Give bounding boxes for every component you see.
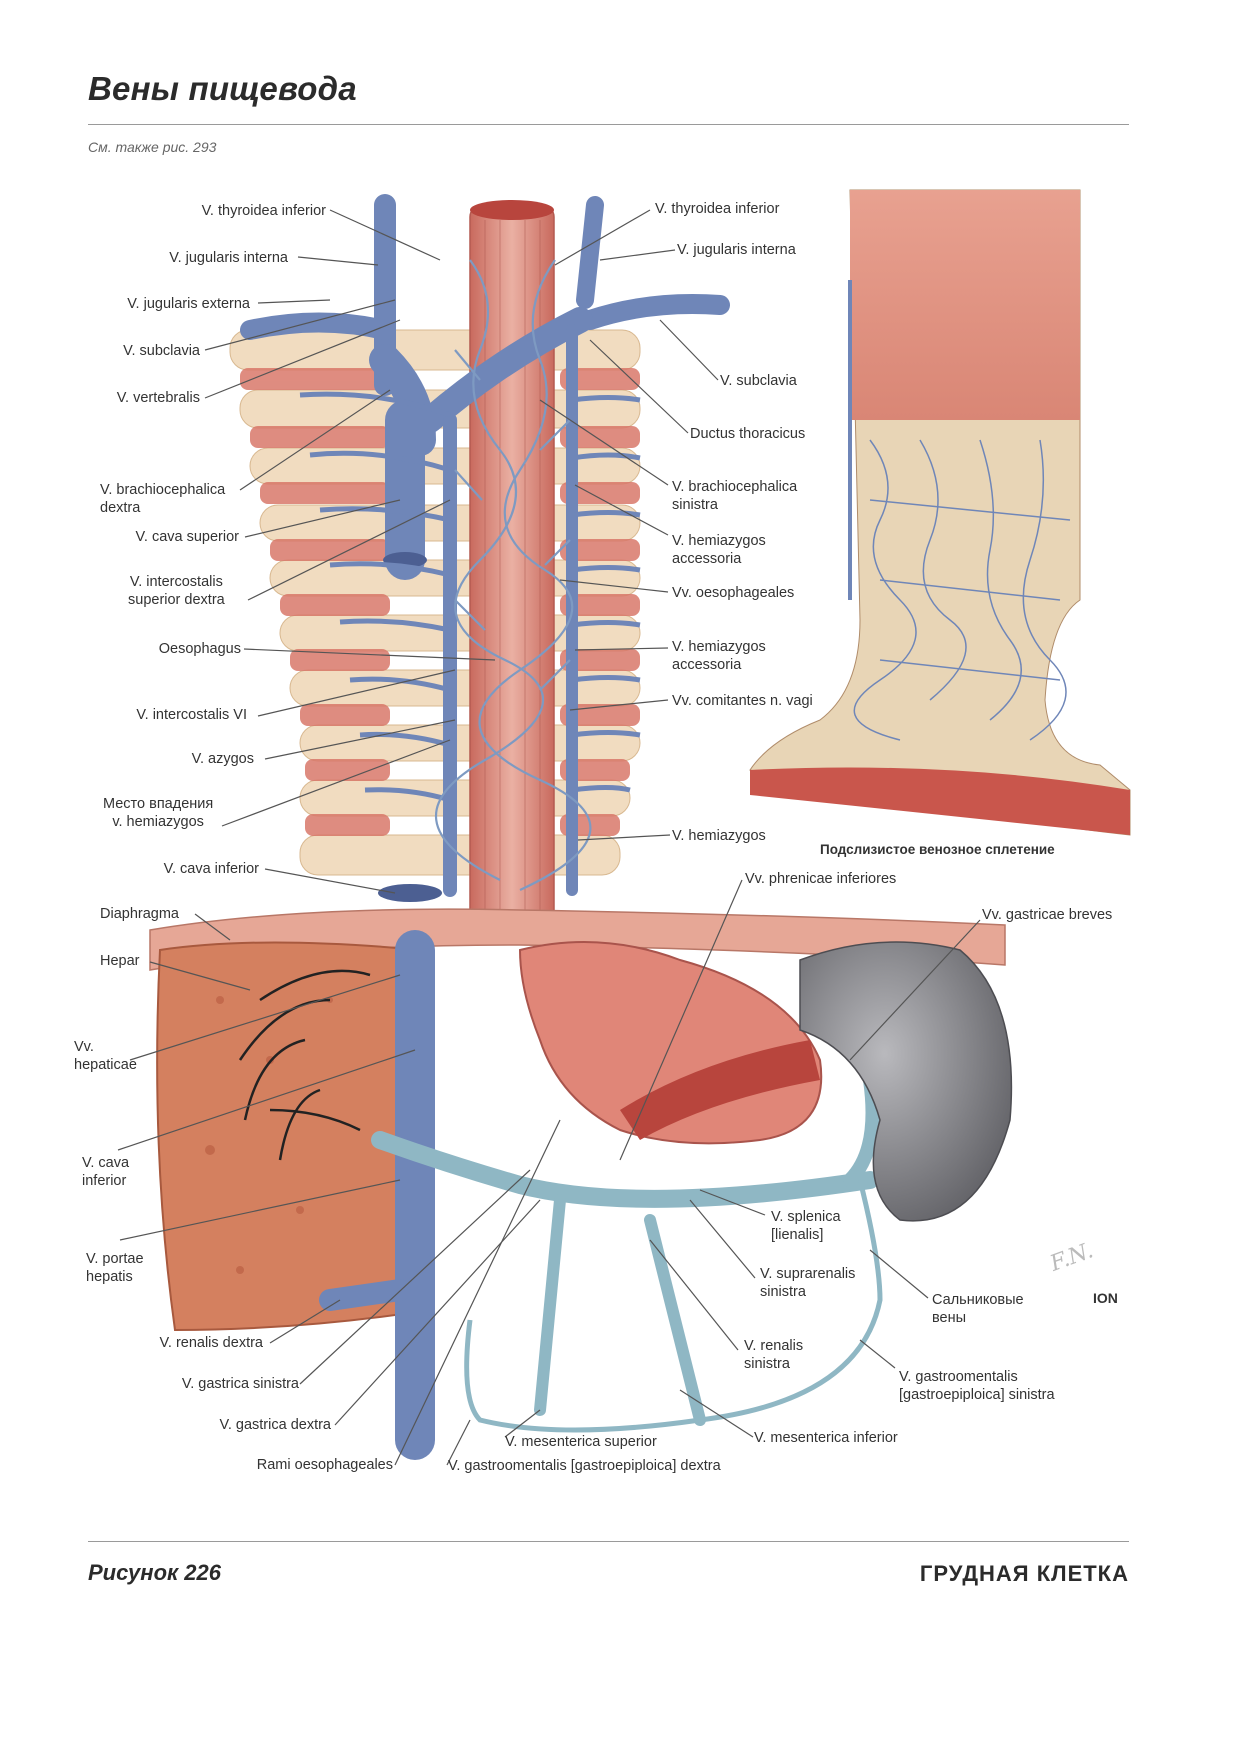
liver [156,941,432,1332]
oesophagus [469,204,555,926]
label-cava-inferior-lower: V. cava inferior [82,1155,130,1189]
label-hemiazygos-accessoria-upper: V. hemiazygos accessoria [672,533,766,567]
label-gastrica-dextra: V. gastrica dextra [219,1417,332,1433]
label-gastroomentalis-dextra: V. gastroomentalis [gastroepiploica] dex… [448,1458,721,1474]
label-mesenterica-superior: V. mesenterica superior [505,1434,657,1450]
label-splenica: V. splenica [lienalis] [771,1209,841,1243]
label-renalis-dextra: V. renalis dextra [159,1335,263,1351]
label-cava-superior: V. cava superior [135,529,239,545]
label-gastrica-sinistra: V. gastrica sinistra [181,1376,299,1392]
ivc-portal [319,930,880,1460]
label-rami-oesophageales: Rami oesophageales [256,1457,393,1473]
label-hemiazygos: V. hemiazygos [672,828,766,844]
label-subclavia-left: V. subclavia [123,343,200,359]
intercostal-veins [299,391,641,803]
label-hepar: Hepar [100,953,140,969]
omental-veins [464,1179,883,1433]
leader-lines [117,209,981,1466]
label-jugularis-externa-left: V. jugularis externa [127,296,250,312]
label-brachiocephalica-sinistra: V. brachiocephalica sinistra [672,479,798,513]
label-hepaticae: Vv. hepaticae [74,1039,137,1073]
intercostal-muscles [240,368,640,836]
top-rule [88,124,1129,125]
label-mesenterica-inferior: V. mesenterica inferior [754,1430,898,1446]
label-brachiocephalica-dextra: V. brachiocephalica dextra [100,482,226,516]
label-cava-inferior-upper: V. cava inferior [163,861,259,877]
label-hemiazygos-accessoria-lower: V. hemiazygos accessoria [672,639,766,673]
inset-caption: Подслизистое венозное сплетение [820,842,1055,857]
label-gastricae-breves: Vv. gastricae breves [982,907,1113,923]
publisher-logo: ION [1093,1290,1118,1306]
label-ductus-thoracicus: Ductus thoracicus [690,426,806,442]
page-title: Вены пищевода [88,70,357,107]
label-gastroomentalis-sinistra: V. gastroomentalis [gastroepiploica] sin… [899,1369,1055,1403]
label-oesophagus: Oesophagus [158,641,241,657]
section-title: ГРУДНАЯ КЛЕТКА [919,1561,1129,1586]
label-renalis-sinistra: V. renalis sinistra [744,1338,804,1372]
label-portae-hepatis: V. portae hepatis [86,1251,144,1285]
label-phrenicae-inferiores: Vv. phrenicae inferiores [745,871,897,887]
label-jugularis-interna-right: V. jugularis interna [677,242,796,258]
label-intercostalis-vi: V. intercostalis VI [136,707,247,723]
label-omental-veins: Сальниковые вены [932,1292,1024,1326]
spleen [799,941,1013,1222]
label-comitantes-vagi: Vv. comitantes n. vagi [672,693,813,709]
label-subclavia-right: V. subclavia [720,373,797,389]
label-intercostalis-superior-dextra: V. intercostalis superior dextra [128,574,225,608]
label-thyroidea-inferior-left: V. thyroidea inferior [201,203,326,219]
submucosal-plexus-inset [749,189,1131,836]
figure-number: Рисунок 226 [88,1560,221,1585]
label-oesophageales: Vv. oesophageales [672,585,795,601]
label-thyroidea-inferior-right: V. thyroidea inferior [655,201,780,217]
label-azygos: V. azygos [191,751,254,767]
bottom-rule [88,1541,1129,1542]
label-suprarenalis-sinistra: V. suprarenalis sinistra [760,1266,856,1300]
label-diaphragma: Diaphragma [100,906,179,922]
oesophageal-veins [434,259,592,891]
label-jugularis-interna-left: V. jugularis interna [169,250,288,266]
label-vertebralis: V. vertebralis [116,390,200,406]
label-hemiazygos-junction: Место впадения v. hemiazygos [103,796,214,830]
see-also-note: См. также рис. 293 [88,139,217,155]
